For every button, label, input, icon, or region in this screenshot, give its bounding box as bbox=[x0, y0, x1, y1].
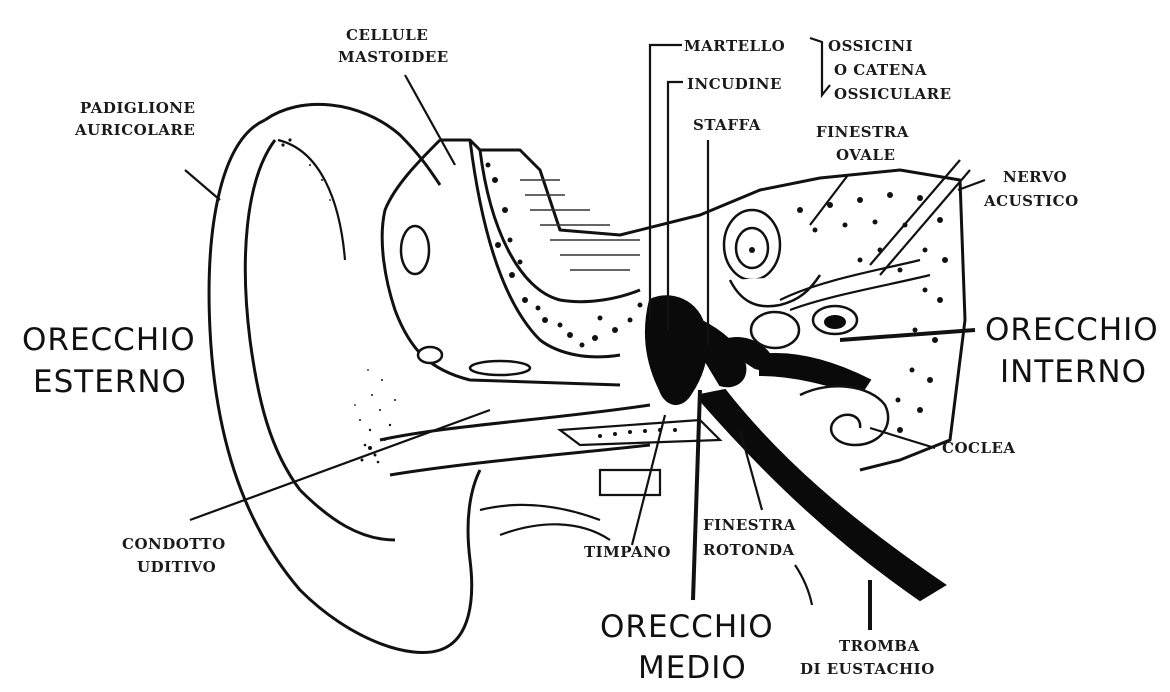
label-ossicini-2: O CATENA bbox=[834, 61, 927, 79]
bracket-ossicini bbox=[810, 38, 830, 95]
label-ossicini-1: OSSICINI bbox=[828, 37, 913, 55]
ear-canal bbox=[380, 405, 720, 540]
leader-padiglione bbox=[185, 170, 220, 200]
leader-nervo bbox=[958, 180, 985, 190]
label-orecchio-medio-1: ORECCHIO bbox=[600, 609, 774, 645]
label-finestra-rotonda-2: ROTONDA bbox=[703, 541, 795, 559]
label-nervo-1: NERVO bbox=[1003, 168, 1067, 186]
leader-martello bbox=[650, 45, 682, 320]
ossicles bbox=[646, 296, 945, 600]
label-cellule-1: CELLULE bbox=[346, 26, 428, 44]
label-orecchio-esterno-1: ORECCHIO bbox=[22, 322, 196, 358]
label-padiglione-2: AURICOLARE bbox=[74, 121, 195, 139]
leader-incudine bbox=[668, 82, 683, 330]
mastoid-cavity-1 bbox=[401, 226, 429, 274]
label-orecchio-interno-2: INTERNO bbox=[1000, 354, 1147, 390]
label-finestra-rotonda-1: FINESTRA bbox=[703, 516, 796, 534]
label-cellule-2: MASTOIDEE bbox=[338, 48, 449, 66]
label-condotto-1: CONDOTTO bbox=[122, 535, 226, 553]
label-condotto-2: UDITIVO bbox=[137, 558, 216, 576]
label-coclea: COCLEA bbox=[942, 439, 1016, 457]
label-nervo-2: ACUSTICO bbox=[983, 192, 1079, 210]
label-ossicini-3: OSSICULARE bbox=[834, 85, 952, 103]
pinna bbox=[209, 104, 480, 652]
leader-condotto bbox=[190, 410, 490, 520]
label-tromba-2: DI EUSTACHIO bbox=[800, 660, 935, 678]
label-orecchio-medio-2: MEDIO bbox=[638, 650, 747, 686]
hatching bbox=[520, 180, 640, 270]
mastoid-cavity-2 bbox=[418, 347, 442, 363]
label-finestra-ovale-1: FINESTRA bbox=[816, 123, 909, 141]
leader-orecchio-interno bbox=[840, 330, 975, 340]
leader-finestra-ovale bbox=[810, 175, 848, 225]
leader-tromba-curve bbox=[795, 565, 812, 605]
label-padiglione-1: PADIGLIONE bbox=[80, 99, 195, 117]
label-staffa: STAFFA bbox=[693, 116, 761, 134]
label-timpano: TIMPANO bbox=[584, 543, 671, 561]
label-finestra-ovale-2: OVALE bbox=[836, 146, 895, 164]
label-orecchio-esterno-2: ESTERNO bbox=[33, 364, 187, 400]
inner-ear bbox=[724, 160, 970, 445]
label-orecchio-interno-1: ORECCHIO bbox=[985, 312, 1159, 348]
mastoid-cavity-3 bbox=[470, 361, 530, 375]
label-incudine: INCUDINE bbox=[687, 75, 782, 93]
label-tromba-1: TROMBA bbox=[839, 637, 920, 655]
pinna-shading bbox=[281, 138, 396, 463]
label-martello: MARTELLO bbox=[684, 37, 785, 55]
